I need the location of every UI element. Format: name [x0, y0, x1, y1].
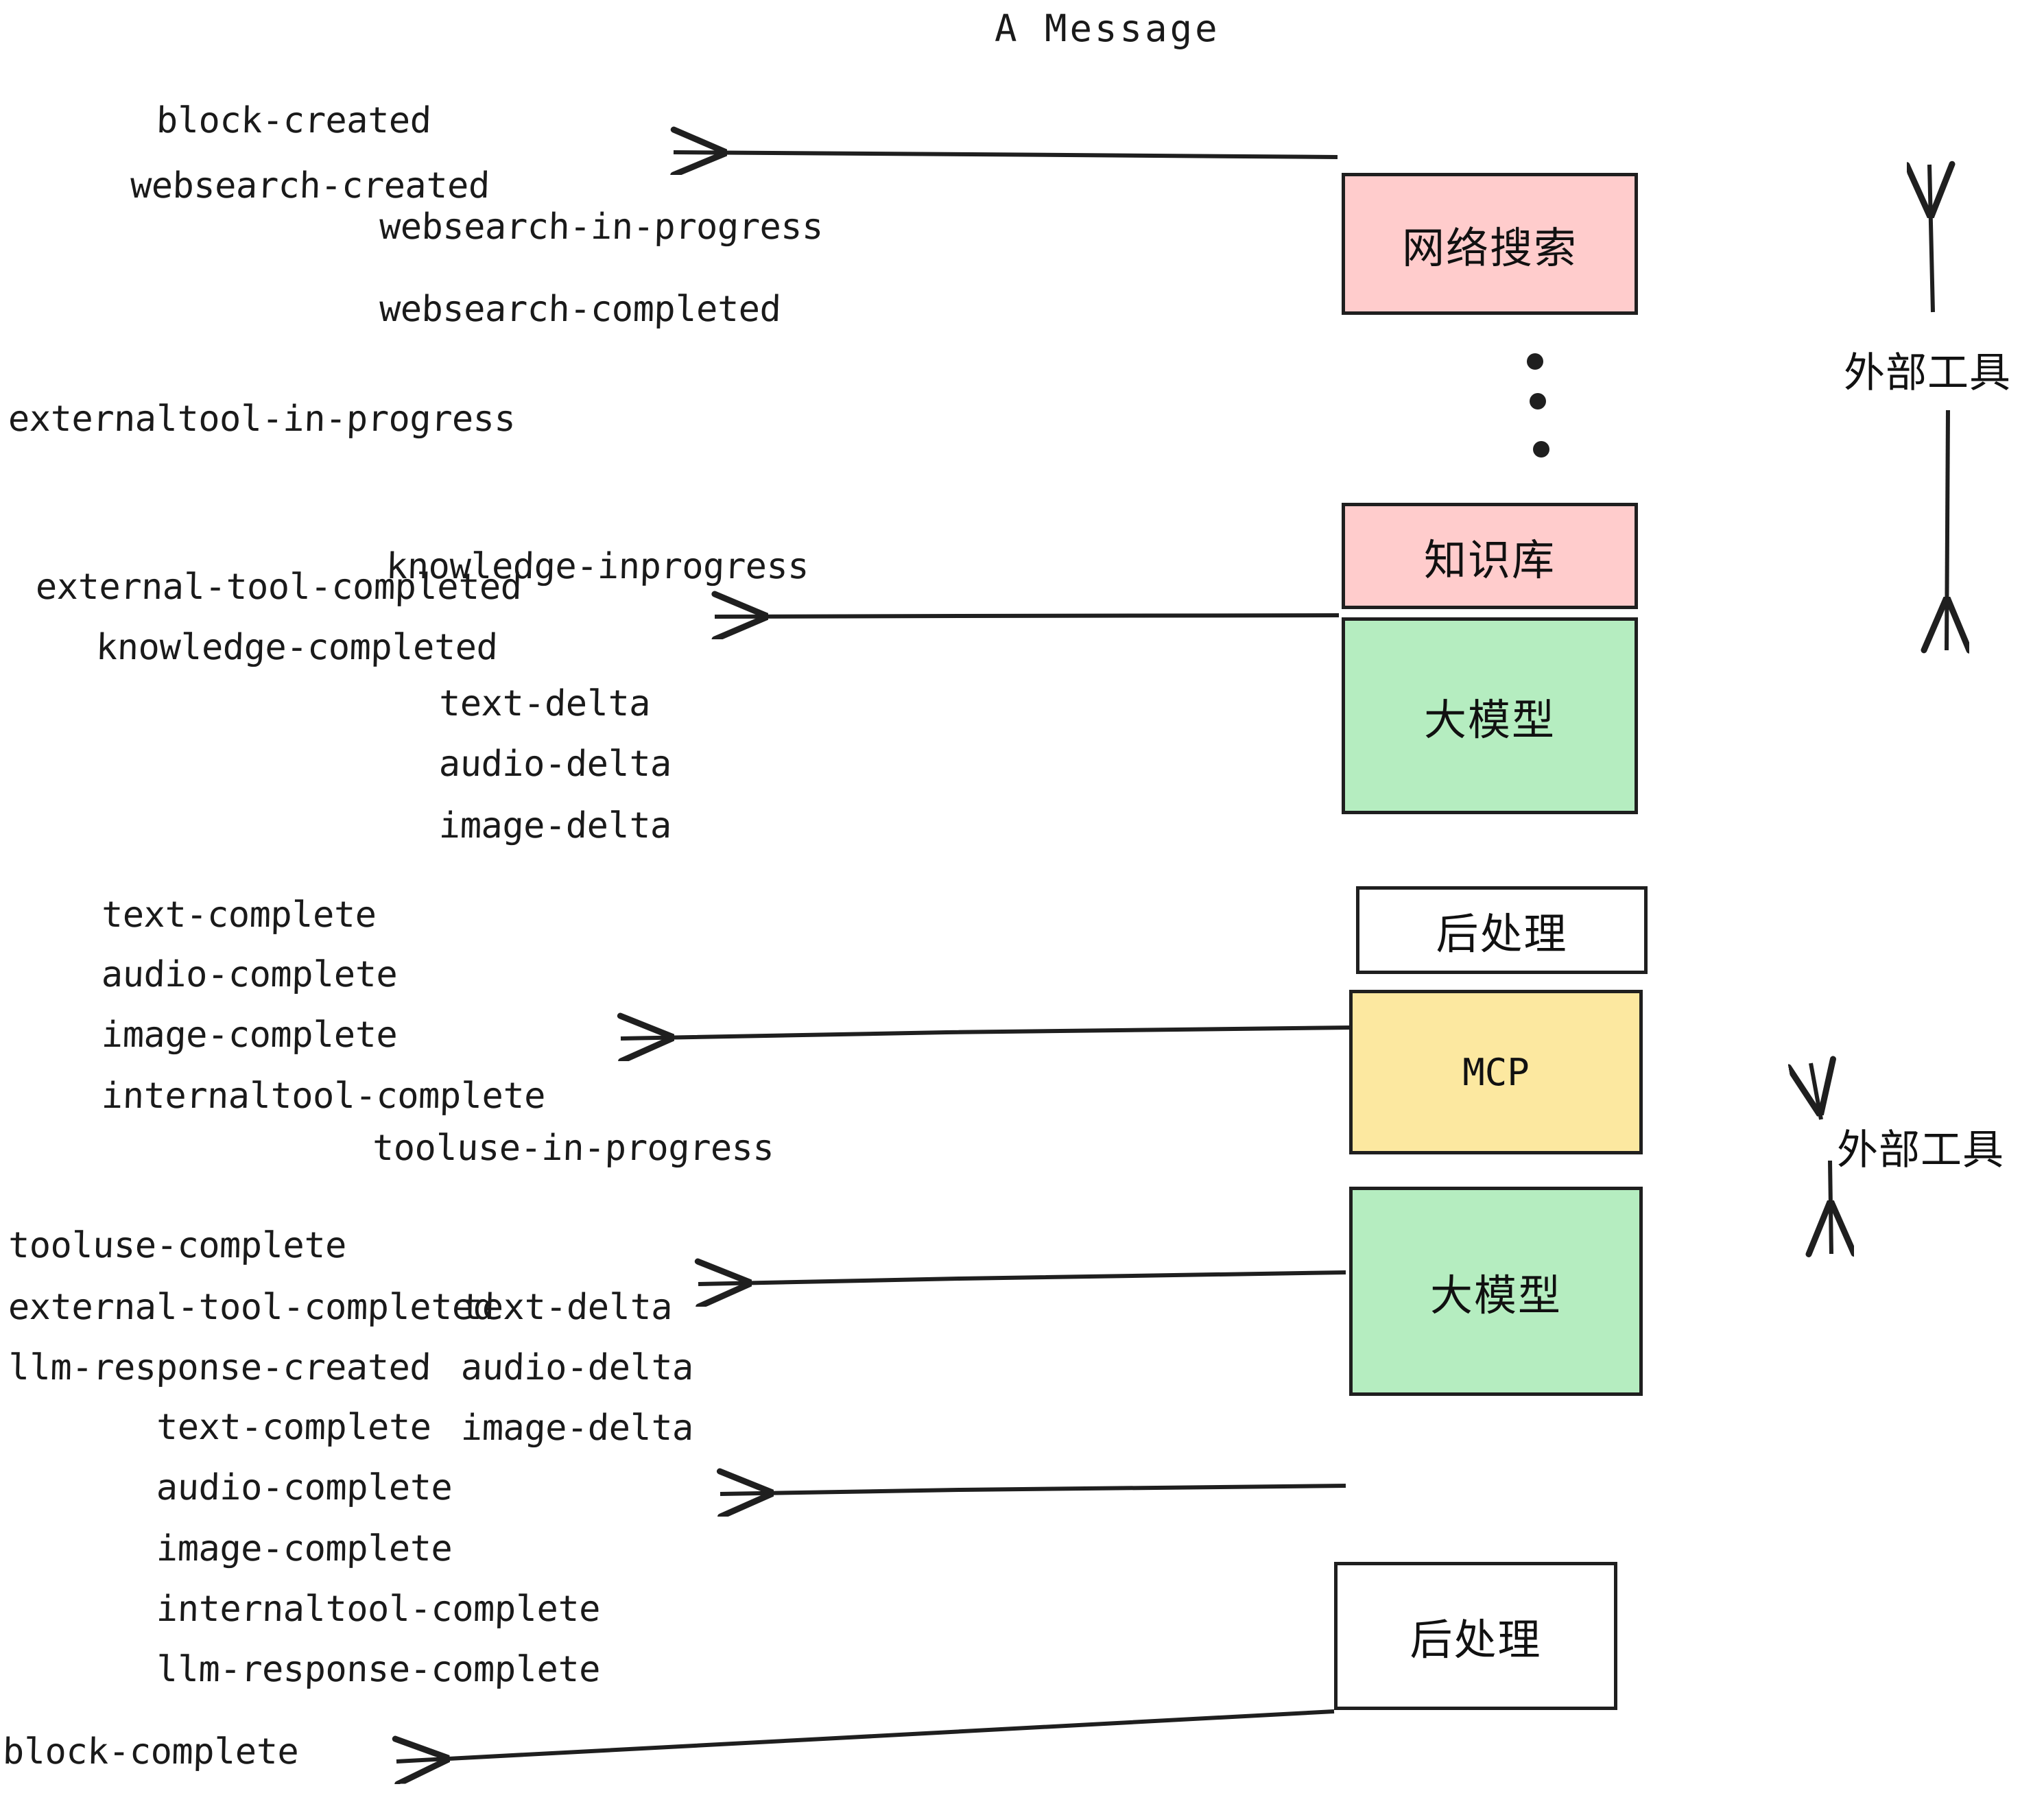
event-label-audio-delta-2: audio-delta — [460, 1347, 694, 1388]
arrow-knowledge-to-knowledgecompleted — [715, 615, 1340, 617]
event-label-text-complete-1: text-complete — [101, 894, 377, 936]
event-label-image-complete-1: image-complete — [101, 1014, 399, 1056]
arrow-external-tool-top-up — [1929, 165, 1933, 313]
event-label-image-delta-1: image-delta — [438, 805, 672, 846]
diagram-title: A Message — [995, 7, 1220, 50]
event-label-external-tool-completed-1: external-tool-completed — [35, 567, 523, 608]
ellipsis-dot-2 — [1530, 393, 1546, 410]
event-label-tooluse-in-progress: tooluse-in-progress — [372, 1128, 775, 1169]
side-label-external-tool-top: 外部工具 — [1844, 349, 2011, 397]
box-websearch[interactable]: 网络搜索 — [1342, 173, 1638, 315]
arrow-mcp-to-toolusecomplete — [698, 1272, 1346, 1284]
event-label-audio-delta-1: audio-delta — [438, 744, 672, 785]
box-post-bottom-label: 后处理 — [1410, 1615, 1542, 1665]
event-label-knowledge-completed: knowledge-completed — [95, 627, 499, 668]
event-label-llm-response-created: llm-response-created — [8, 1347, 431, 1388]
ellipsis-dot-1 — [1527, 353, 1543, 370]
arrow-postprocess-to-blockcomplete — [396, 1709, 1335, 1761]
event-label-audio-complete-1: audio-complete — [101, 954, 399, 995]
event-label-websearch-completed: websearch-completed — [379, 289, 782, 330]
event-label-image-delta-2: image-delta — [460, 1408, 694, 1449]
box-llm-bottom[interactable]: 大模型 — [1349, 1187, 1643, 1396]
event-label-external-tool-completed-2: external-tool-completed — [8, 1287, 495, 1328]
event-label-websearch-in-progress: websearch-in-progress — [379, 206, 824, 248]
event-label-internaltool-complete-1: internaltool-complete — [101, 1076, 546, 1117]
event-label-text-delta-1: text-delta — [438, 683, 651, 724]
box-llm-bottom-label: 大模型 — [1429, 1270, 1562, 1320]
event-label-llm-response-complete: llm-response-complete — [156, 1649, 601, 1690]
box-post-top[interactable]: 后处理 — [1356, 886, 1648, 974]
box-knowledge-label: 知识库 — [1423, 534, 1556, 585]
side-label-external-tool-bottom: 外部工具 — [1837, 1126, 2004, 1174]
arrow-external-tool-bottom-down — [1830, 1160, 1831, 1254]
box-mcp[interactable]: MCP — [1349, 990, 1643, 1154]
arrow-postprocess-to-imagecomplete — [621, 1028, 1352, 1039]
box-post-top-label: 后处理 — [1436, 909, 1568, 959]
event-label-text-complete-2: text-complete — [156, 1407, 432, 1448]
event-label-externaltool-in-progress: externaltool-in-progress — [8, 399, 516, 440]
box-knowledge[interactable]: 知识库 — [1342, 503, 1638, 609]
event-label-websearch-created: websearch-created — [130, 165, 490, 206]
event-label-block-created: block-created — [156, 100, 432, 141]
arrow-external-tool-bottom-up — [1811, 1063, 1821, 1120]
box-llm-top-label: 大模型 — [1423, 694, 1556, 745]
event-label-audio-complete-2: audio-complete — [156, 1467, 453, 1508]
event-label-tooluse-complete: tooluse-complete — [8, 1225, 347, 1266]
event-label-image-complete-2: image-complete — [156, 1528, 453, 1569]
arrow-llm-to-audiocomplete — [720, 1486, 1346, 1494]
arrow-external-tool-top-down — [1947, 410, 1948, 650]
box-mcp-label: MCP — [1462, 1050, 1530, 1094]
ellipsis-dot-3 — [1533, 441, 1549, 458]
box-websearch-label: 网络搜索 — [1401, 222, 1578, 273]
arrow-websearch-to-blockcreated — [674, 152, 1338, 157]
box-llm-top[interactable]: 大模型 — [1342, 617, 1638, 814]
event-label-text-delta-2: text-delta — [460, 1287, 673, 1328]
event-label-block-complete: block-complete — [2, 1731, 300, 1772]
event-label-internaltool-complete-2: internaltool-complete — [156, 1589, 601, 1630]
box-post-bottom[interactable]: 后处理 — [1334, 1562, 1617, 1710]
